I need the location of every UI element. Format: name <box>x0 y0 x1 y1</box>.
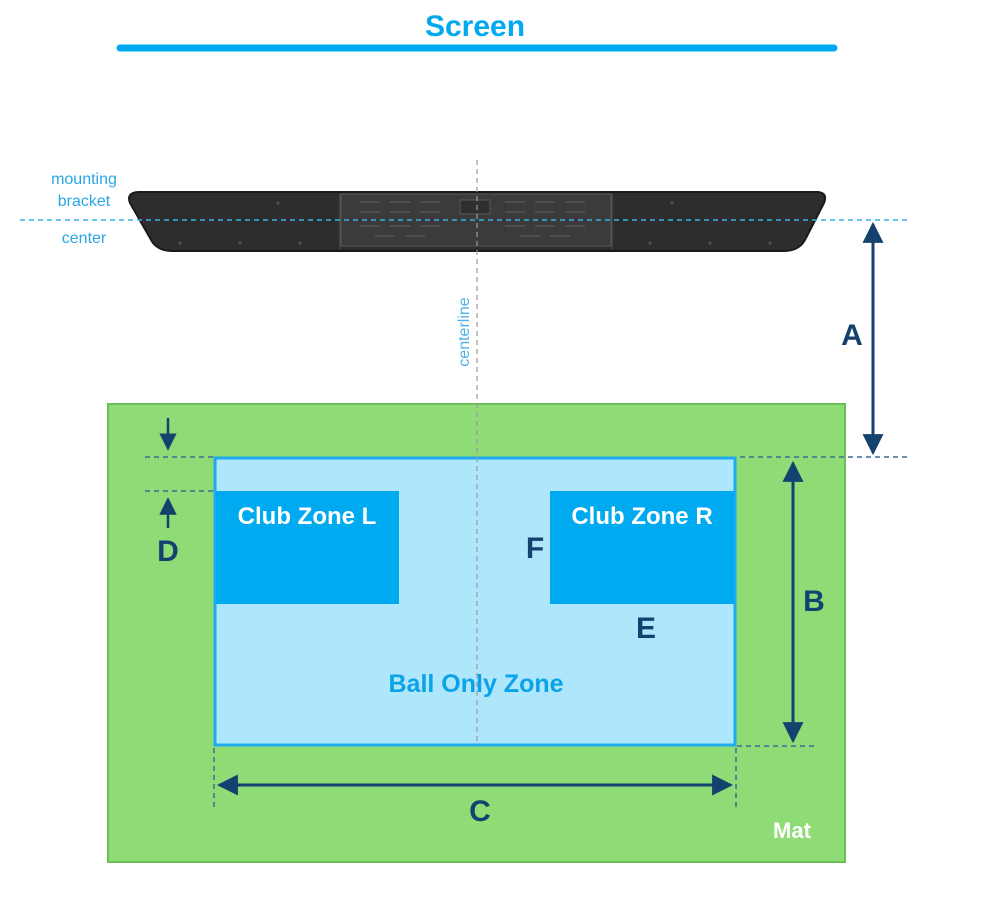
dimension-d-label: D <box>157 535 179 568</box>
mounting-label-line-3: center <box>62 230 107 247</box>
club-zone-right <box>550 491 734 604</box>
ball-only-zone-label: Ball Only Zone <box>388 670 563 698</box>
screen-title: Screen <box>425 10 525 43</box>
dimension-e-label: E <box>636 612 656 645</box>
club-zone-right-label: Club Zone R <box>571 503 712 530</box>
centerline-label: centerline <box>456 297 473 366</box>
dimension-c-label: C <box>469 795 491 828</box>
mounting-label-line-1: mounting <box>51 171 117 188</box>
dimension-b-label: B <box>803 585 825 618</box>
mounting-bracket-icon <box>128 191 827 252</box>
mounting-label-line-2: bracket <box>58 193 111 210</box>
mat-label: Mat <box>773 818 812 843</box>
dimension-a-label: A <box>841 319 863 352</box>
club-zone-left <box>216 491 399 604</box>
club-zone-left-label: Club Zone L <box>238 503 377 530</box>
dimension-f-label: F <box>526 532 544 565</box>
